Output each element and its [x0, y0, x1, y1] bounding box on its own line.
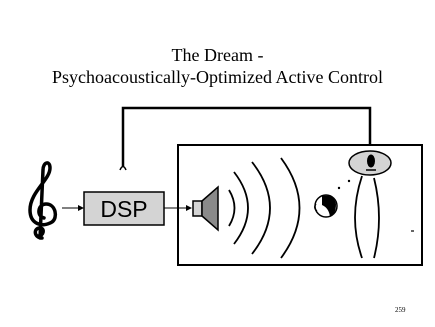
slide-title-line-1: The Dream -	[171, 45, 264, 65]
reflected-waves	[354, 175, 380, 259]
sound-waves	[228, 157, 301, 259]
listener-head-icon	[314, 179, 351, 218]
microphone-icon	[348, 150, 392, 176]
page-number: 259	[395, 306, 406, 314]
loudspeaker-icon	[192, 185, 219, 232]
input-arrow-head	[78, 205, 84, 211]
dsp-box	[83, 191, 165, 226]
output-arrow-head	[186, 205, 192, 211]
feedback-arrowhead	[119, 165, 127, 171]
treble-clef-icon	[28, 161, 58, 240]
dsp-label: DSP	[100, 196, 147, 222]
slide-title-line-2: Psychoacoustically-Optimized Active Cont…	[52, 67, 383, 87]
feedback-line	[121, 106, 372, 166]
